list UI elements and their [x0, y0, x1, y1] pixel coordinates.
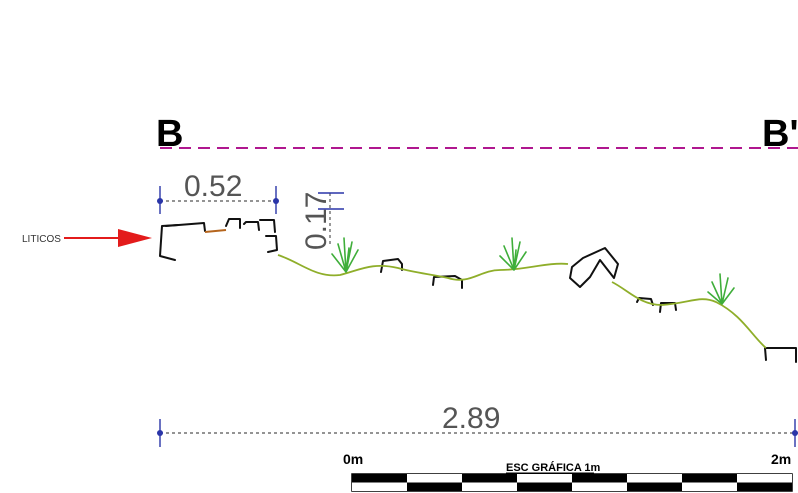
terrain-profile: [277, 254, 569, 281]
scale-cell: [352, 474, 407, 483]
scale-end-label: 2m: [771, 451, 791, 467]
dimension-dot: [792, 430, 798, 436]
scale-cell: [462, 474, 517, 483]
dimension-total-width: 2.89: [157, 402, 798, 447]
scale-cell: [407, 474, 462, 483]
arrow-head-icon: [118, 229, 152, 247]
dimension-height-label: 0.17: [300, 192, 333, 250]
scale-cell: [462, 482, 517, 491]
rock-outline: [259, 219, 276, 233]
rock-outline: [265, 235, 278, 253]
rock-outline: [165, 222, 206, 232]
rock-outlines: [159, 218, 797, 363]
dimension-top-width: 0.52: [157, 170, 279, 214]
rock-outline: [432, 275, 463, 289]
grass-icon: [499, 237, 527, 271]
scale-cell: [352, 482, 407, 491]
rock-outline: [380, 258, 403, 273]
vegetation: [331, 237, 735, 305]
rock-outline: [659, 302, 677, 313]
scale-cell: [627, 474, 682, 483]
soil-connector: [204, 229, 227, 233]
rock-outline: [225, 218, 241, 229]
dimension-top-width-label: 0.52: [184, 170, 242, 203]
rock-outline: [636, 297, 654, 306]
liticos-annotation: LITICOS: [22, 229, 152, 247]
scale-cell: [627, 482, 682, 491]
scale-cell: [517, 482, 572, 491]
rock-outline: [243, 221, 260, 231]
dimension-dot: [273, 198, 279, 204]
scale-cell: [572, 482, 627, 491]
scale-cell: [682, 474, 737, 483]
scale-cells: [352, 474, 792, 491]
grass-icon: [331, 237, 359, 273]
dimension-dot: [157, 430, 163, 436]
scale-cell: [517, 474, 572, 483]
grass-icon: [707, 273, 735, 305]
scale-cell: [737, 474, 792, 483]
dimension-dot: [157, 198, 163, 204]
liticos-label: LITICOS: [22, 234, 61, 245]
rock-outline: [569, 247, 619, 288]
scale-title: ESC GRÁFICA 1m: [506, 461, 601, 474]
dimension-height: 0.17: [300, 192, 344, 250]
scale-cell: [407, 482, 462, 491]
rock-outline: [764, 347, 797, 363]
scale-cell: [572, 474, 627, 483]
scale-start-label: 0m: [343, 451, 363, 467]
terrain-profile: [611, 281, 767, 349]
scale-bar: 0m 2m ESC GRÁFICA 1m: [343, 451, 793, 492]
scale-cell: [737, 482, 792, 491]
scale-cell: [682, 482, 737, 491]
rock-outline: [159, 224, 179, 261]
dimension-total-width-label: 2.89: [442, 402, 500, 435]
